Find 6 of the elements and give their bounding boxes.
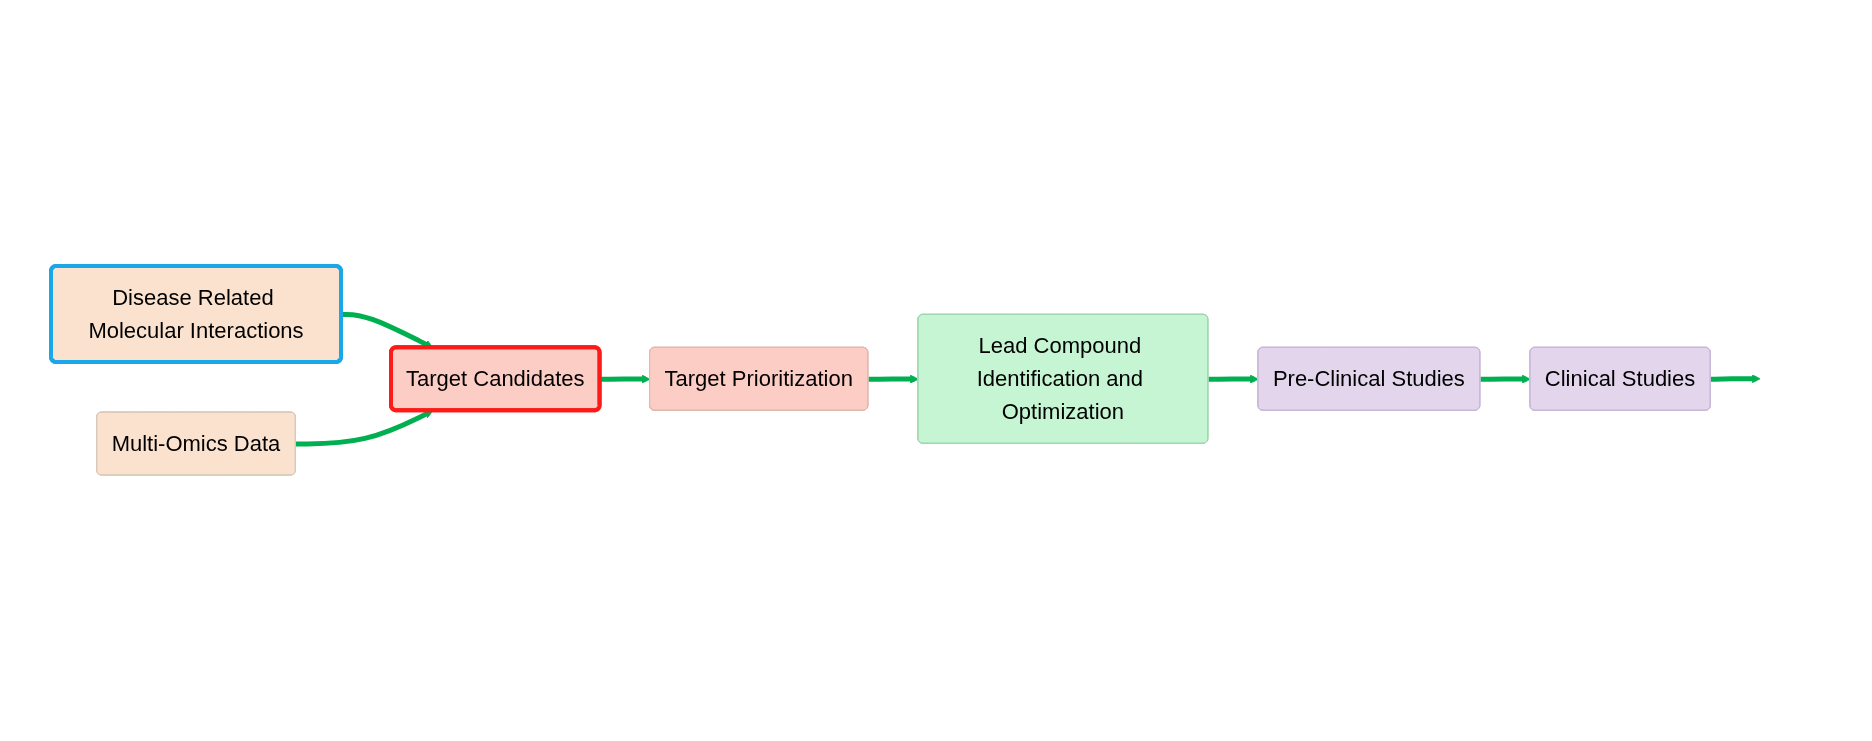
arrow [600, 374, 651, 384]
arrow [296, 410, 434, 447]
arrow [1711, 374, 1762, 384]
arrow [1208, 374, 1260, 384]
arrow [1480, 374, 1532, 384]
arrow [868, 374, 920, 384]
